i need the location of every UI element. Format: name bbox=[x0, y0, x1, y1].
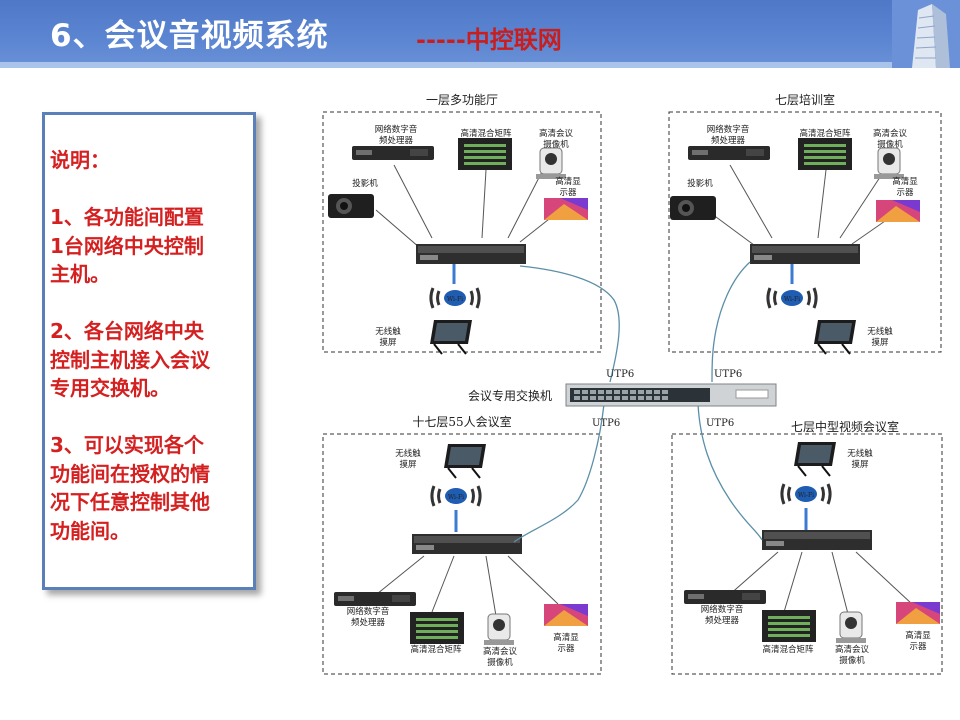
room2-audio-processor bbox=[688, 146, 770, 160]
room3-hd-matrix bbox=[410, 612, 464, 644]
header-strip bbox=[0, 62, 960, 68]
room1-display bbox=[544, 198, 588, 220]
room2-matrix-label: 高清混合矩阵 bbox=[799, 128, 851, 139]
room4-display-label: 高清显示器 bbox=[905, 630, 931, 652]
room1-display-label: 高清显示器 bbox=[555, 176, 581, 198]
utp6-label-3: UTP6 bbox=[592, 418, 620, 429]
room3-camera-label: 高清会议摄像机 bbox=[483, 646, 518, 668]
room4-touch-panel bbox=[793, 441, 837, 477]
room2-wifi-label: Wi-Fi bbox=[784, 296, 800, 303]
room2-projector-label: 投影机 bbox=[687, 178, 713, 189]
room2-title: 七层培训室 bbox=[775, 92, 835, 107]
room4-wifi-label: Wi-Fi bbox=[798, 492, 814, 499]
room4-title: 七层中型视频会议室 bbox=[791, 419, 899, 434]
room3-touch-label: 无线触摸屏 bbox=[395, 448, 421, 470]
note-text: 说明： 1、各功能间配置 1台网络中央控制 主机。 2、各台网络中央 控制主机接… bbox=[50, 148, 210, 543]
room1-cables bbox=[375, 159, 559, 249]
room1-camera bbox=[535, 147, 567, 180]
core-switch bbox=[565, 383, 777, 407]
room2-hd-matrix bbox=[798, 138, 852, 170]
room2-touch-panel bbox=[813, 319, 857, 355]
room2-audio-label: 网络数字音频处理器 bbox=[707, 124, 750, 146]
room4-audio-processor bbox=[684, 590, 766, 604]
core-switch-label: 会议专用交换机 bbox=[468, 388, 552, 403]
room4-hd-matrix bbox=[762, 610, 816, 642]
room1-touch-label: 无线触摸屏 bbox=[375, 326, 401, 348]
room3-cables bbox=[371, 555, 559, 617]
room3-matrix-label: 高清混合矩阵 bbox=[410, 644, 462, 655]
room4-cables bbox=[727, 551, 913, 615]
room2-box bbox=[668, 111, 942, 353]
room4-display bbox=[896, 602, 940, 624]
room2-control-host bbox=[750, 244, 860, 264]
room4-camera bbox=[835, 611, 867, 644]
room2-projector bbox=[670, 196, 716, 220]
room1-title: 一层多功能厅 bbox=[426, 93, 498, 107]
room4-camera-label: 高清会议摄像机 bbox=[835, 644, 870, 666]
room1-touch-panel bbox=[429, 319, 473, 355]
utp6-label-1: UTP6 bbox=[606, 369, 634, 380]
utp6-links bbox=[513, 261, 763, 543]
building-icon bbox=[892, 0, 960, 68]
room4-touch-label: 无线触摸屏 bbox=[847, 448, 873, 470]
room4-control-host bbox=[762, 530, 872, 550]
room1-audio-label: 网络数字音频处理器 bbox=[375, 124, 418, 146]
header-bar bbox=[0, 0, 960, 68]
room3-audio-processor bbox=[334, 592, 416, 606]
room2-display bbox=[876, 200, 920, 222]
room3-title: 十七层55人会议室 bbox=[412, 414, 511, 429]
room1-hd-matrix bbox=[458, 138, 512, 170]
room1-audio-processor bbox=[352, 146, 434, 160]
room3-control-host bbox=[412, 534, 522, 554]
room2-cables bbox=[711, 164, 899, 249]
page-title: 6、会议音视频系统 bbox=[50, 18, 329, 54]
room1-projector bbox=[328, 194, 374, 218]
utp6-label-2: UTP6 bbox=[714, 369, 742, 380]
page-subtitle: -----中控联网 bbox=[416, 26, 562, 54]
room1-projector-label: 投影机 bbox=[352, 178, 378, 189]
room2-touch-label: 无线触摸屏 bbox=[867, 326, 893, 348]
note-box bbox=[42, 112, 256, 590]
room2-camera bbox=[873, 147, 905, 180]
room1-camera-label: 高清会议摄像机 bbox=[539, 128, 574, 150]
room2-display-label: 高清显示器 bbox=[892, 176, 918, 198]
room1-matrix-label: 高清混合矩阵 bbox=[460, 128, 512, 139]
room3-wifi-label: Wi-Fi bbox=[448, 494, 464, 501]
room4-matrix-label: 高清混合矩阵 bbox=[762, 644, 814, 655]
room4-audio-label: 网络数字音频处理器 bbox=[701, 604, 744, 626]
room2-camera-label: 高清会议摄像机 bbox=[873, 128, 908, 150]
room3-camera bbox=[483, 613, 515, 646]
room3-touch-panel bbox=[443, 443, 487, 479]
room3-audio-label: 网络数字音频处理器 bbox=[347, 606, 390, 628]
room1-control-host bbox=[416, 244, 526, 264]
room3-display bbox=[544, 604, 588, 626]
utp6-label-4: UTP6 bbox=[706, 418, 734, 429]
room1-wifi-label: Wi-Fi bbox=[447, 296, 463, 303]
room3-display-label: 高清显示器 bbox=[553, 632, 579, 654]
room4-box bbox=[671, 433, 943, 675]
